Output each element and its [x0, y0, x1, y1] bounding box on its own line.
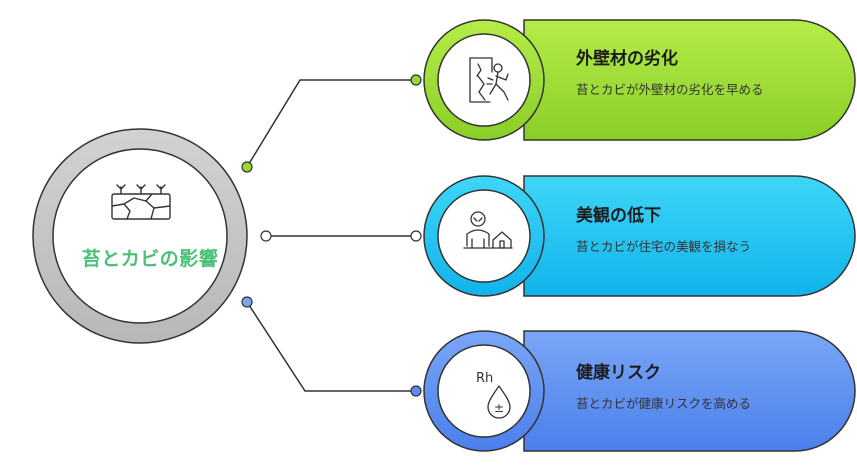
card-3-description: 苔とカビが健康リスクを高める [576, 396, 752, 411]
card-2-description: 苔とカビが住宅の美観を損なう [576, 239, 752, 254]
card-3-title: 健康リスク [576, 363, 661, 383]
person-breaking-wall-icon [469, 57, 509, 103]
plus-minus-sign: ± [494, 401, 504, 415]
center-node [32, 128, 248, 344]
rh-label: Rh [476, 371, 493, 386]
connector-1 [241, 74, 422, 173]
person-with-house-icon [463, 211, 513, 249]
connector-2 [260, 230, 422, 242]
card-1-description: 苔とカビが外壁材の劣化を早める [576, 82, 764, 97]
center-title: 苔とカビの影響 [81, 248, 219, 270]
card-3 [423, 330, 856, 452]
card-1-title: 外壁材の劣化 [576, 49, 678, 69]
card-1 [423, 19, 856, 141]
rh-humidity-drop-icon: Rh ± [476, 371, 511, 419]
card-2-title: 美観の低下 [576, 206, 661, 226]
card-2 [423, 175, 856, 297]
cracked-wall-with-moss-icon [111, 184, 171, 220]
connector-3 [241, 296, 422, 397]
